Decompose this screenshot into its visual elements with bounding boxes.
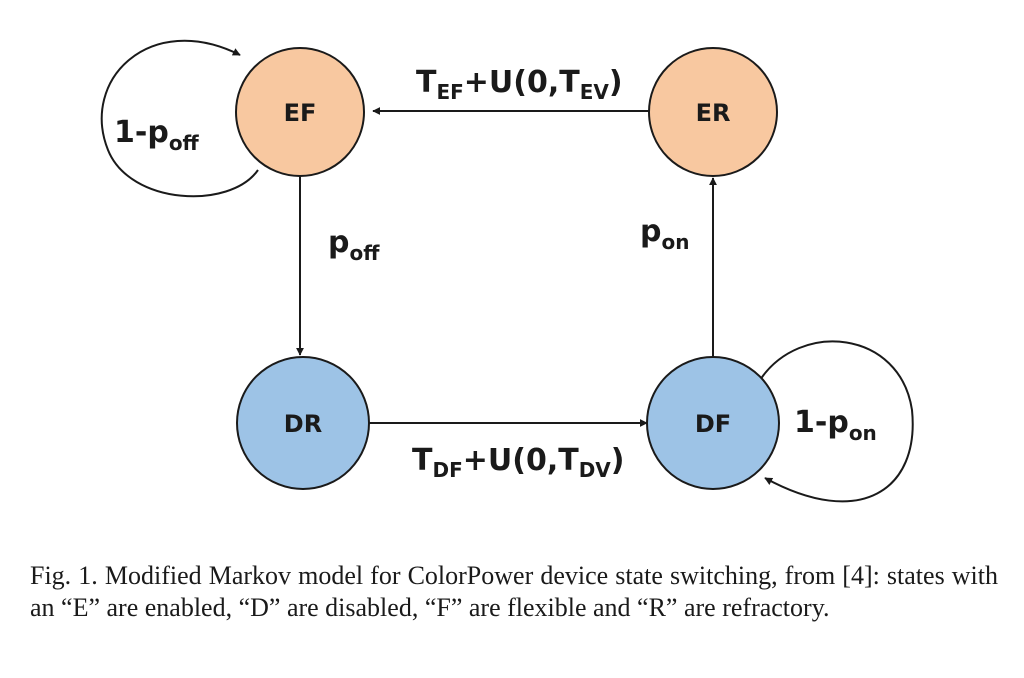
node-er-label: ER [696,99,731,127]
edge-label-ef-to-dr: poff [328,225,380,265]
edge-label-df-self: 1-pon [794,405,877,445]
edge-label-ef-self: 1-poff [114,115,200,155]
edge-label-df-to-er: pon [640,214,689,254]
node-er: ER [648,47,778,177]
node-ef: EF [235,47,365,177]
edge-label-er-to-ef: TEF+U(0,TEV) [416,65,623,104]
node-dr-label: DR [284,410,322,438]
figure-caption: Fig. 1. Modified Markov model for ColorP… [30,561,998,622]
node-ef-label: EF [284,99,317,127]
ef-self-loop [100,39,259,198]
edge-label-dr-to-df: TDF+U(0,TDV) [412,443,625,482]
df-self-loop [759,340,914,503]
node-df: DF [646,356,780,490]
markov-diagram: EF ER DR DF TEF+U(0,TEV) TDF+U(0,TDV) po… [100,39,914,503]
node-dr: DR [236,356,370,490]
node-df-label: DF [695,410,731,438]
